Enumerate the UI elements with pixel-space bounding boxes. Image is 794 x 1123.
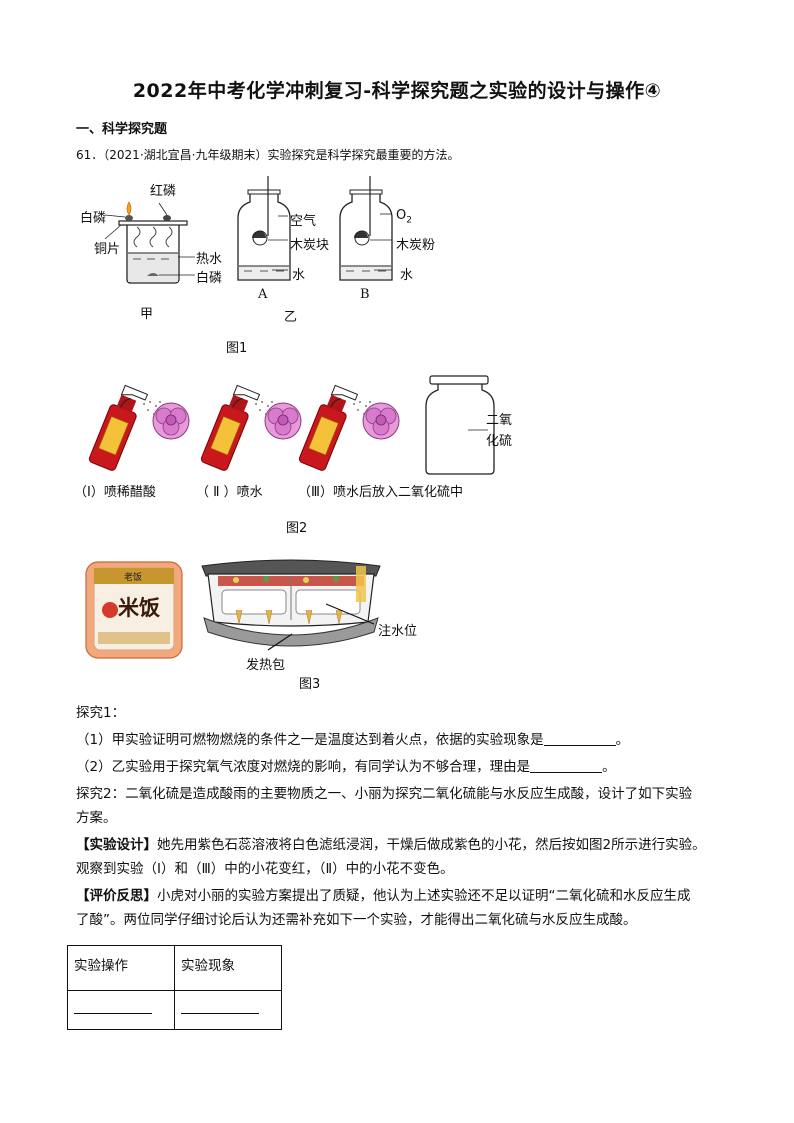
design-text1: 她先用紫色石蕊溶液将白色滤纸浸润，干燥后做成紫色的小花，然后按如图2所示进行实验… [157, 837, 706, 853]
box-small-text: 老饭 [124, 573, 143, 583]
page-title: 2022年中考化学冲刺复习-科学探究题之实验的设计与操作④ [132, 80, 662, 102]
figure3-caption: 图3 [299, 677, 321, 692]
o2-text: O [396, 208, 407, 223]
figure2-caption: 图2 [286, 521, 308, 536]
reflect-tag: 【评价反思】 [76, 888, 157, 904]
design-line1: 【实验设计】她先用紫色石蕊溶液将白色滤纸浸润，干燥后做成紫色的小花，然后按如图2… [76, 835, 706, 855]
spray-bottle-2-icon [200, 384, 261, 471]
air-label: 空气 [290, 214, 317, 229]
reflect-line1: 【评价反思】小虎对小丽的实验方案提出了质疑，他认为上述实验还不足以证明“二氧化硫… [76, 886, 691, 906]
question2-line: （2）乙实验用于探究氧气浓度对燃烧的影响，有同学认为不够合理，理由是 。 [76, 757, 616, 777]
bottle-a-letter: A [258, 287, 268, 302]
so2-label-line2: 化硫 [486, 434, 513, 449]
jia-label: 甲 [140, 307, 154, 322]
question-source: （2021·湖北宜昌·九年级期末） [103, 148, 268, 162]
bottle-b-letter: B [360, 287, 370, 302]
white-phosphorus-bottom-label: 白磷 [196, 271, 223, 286]
question1-line: （1）甲实验证明可燃物燃烧的条件之一是温度达到着火点，依据的实验现象是 。 [76, 730, 629, 750]
operation-answer-cell[interactable] [67, 990, 175, 1030]
reflect-text1: 小虎对小丽的实验方案提出了质疑，他认为上述实验还不足以证明“二氧化硫和水反应生成 [157, 888, 691, 904]
spray-bottle-3-icon [298, 384, 359, 471]
flower-1-icon [152, 402, 190, 440]
table-header-operation: 实验操作 [67, 945, 175, 991]
o2-label: O2 [396, 208, 412, 226]
water-b-label: 水 [400, 268, 414, 283]
design-line2: 观察到实验（Ⅰ）和（Ⅲ）中的小花变红，（Ⅱ）中的小花不变色。 [76, 861, 454, 877]
design-tag: 【实验设计】 [76, 837, 157, 853]
so2-jar [425, 375, 495, 475]
experiment-table: 实验操作 实验现象 [67, 945, 282, 1030]
table-row [67, 990, 282, 1030]
flower-2-icon [264, 402, 302, 440]
reflect-line2: 了酸”。两位同学仔细讨论后认为还需补充如下一个实验，才能得出二氧化硫与水反应生成… [76, 912, 637, 928]
charcoal-powder-label: 木炭粉 [396, 238, 436, 253]
figure1-bottle-b [339, 176, 393, 281]
question2-answer-blank[interactable] [530, 758, 603, 773]
question2-text: （2）乙实验用于探究氧气浓度对燃烧的影响，有同学认为不够合理，理由是 [76, 759, 531, 775]
yi-label: 乙 [284, 310, 298, 325]
question-line: 61．（2021·湖北宜昌·九年级期末）实验探究是科学探究最重要的方法。 [76, 146, 459, 163]
figure1-caption: 图1 [226, 341, 248, 356]
fig2-label-iii: （Ⅲ）喷水后放入二氧化硫中 [298, 485, 463, 500]
section-heading: 一、科学探究题 [76, 122, 168, 137]
table-header-phenomenon: 实验现象 [174, 945, 282, 991]
water-a-label: 水 [292, 268, 306, 283]
water-mark-label: 注水位 [378, 624, 418, 639]
o2-subscript: 2 [406, 215, 412, 226]
fig2-label-i: （I）喷稀醋酸 [74, 485, 156, 500]
question1-text: （1）甲实验证明可燃物燃烧的条件之一是温度达到着火点，依据的实验现象是 [76, 732, 544, 748]
white-phosphorus-top-label: 白磷 [80, 211, 107, 226]
spray-mist-2 [255, 401, 273, 415]
table-header-row: 实验操作 实验现象 [67, 945, 282, 991]
hot-water-label: 热水 [196, 252, 223, 267]
question1-answer-blank[interactable] [543, 731, 616, 746]
question1-end: 。 [615, 732, 630, 748]
explore2-line2: 方案。 [76, 810, 117, 826]
fig2-label-ii: （ Ⅱ ）喷水 [196, 485, 263, 500]
question-number: 61． [76, 148, 104, 162]
phenomenon-answer-cell[interactable] [174, 990, 282, 1030]
operation-answer-blank[interactable] [74, 1012, 152, 1014]
question-stem: 实验探究是科学探究最重要的方法。 [267, 148, 460, 162]
box-brand-text: 米饭 [118, 595, 160, 620]
heating-container-cross-section [201, 559, 381, 651]
flower-3-icon [362, 402, 400, 440]
figure1-jia-apparatus [104, 201, 195, 284]
red-phosphorus-label: 红磷 [150, 184, 177, 199]
question2-end: 。 [602, 759, 616, 775]
spray-mist-3 [353, 401, 371, 415]
charcoal-block-label: 木炭块 [290, 238, 330, 253]
heat-pack-label: 发热包 [246, 658, 286, 673]
figure1-bottle-a [237, 176, 291, 281]
self-heating-rice-box [85, 561, 183, 659]
phenomenon-answer-blank[interactable] [181, 1012, 259, 1014]
explore1-heading: 探究1： [76, 705, 126, 721]
so2-label-line1: 二氧 [486, 413, 513, 428]
copper-plate-label: 铜片 [94, 242, 121, 257]
spray-bottle-1-icon [88, 384, 149, 471]
explore2-line1: 探究2：二氧化硫是造成酸雨的主要物质之一、小丽为探究二氧化硫能与水反应生成酸，设… [76, 786, 693, 802]
